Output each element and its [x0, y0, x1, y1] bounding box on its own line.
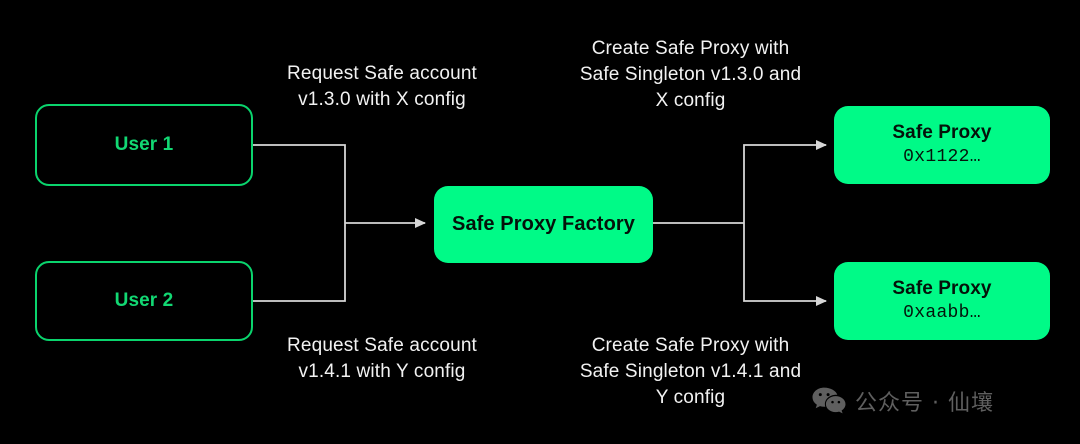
- node-safe-proxy-2[interactable]: Safe Proxy 0xaabb…: [834, 262, 1050, 340]
- edge-label-request-v130: Request Safe account v1.3.0 with X confi…: [287, 63, 477, 111]
- watermark: 公众号 · 仙壤: [812, 385, 994, 417]
- watermark-text: 公众号 · 仙壤: [855, 391, 994, 416]
- node-user-2-label: User 2: [114, 289, 174, 311]
- node-safe-proxy-2-label: Safe Proxy: [892, 277, 992, 299]
- wire-user1-to-factory: [253, 144, 346, 223]
- edge-label-create-v141: Create Safe Proxy with Safe Singleton v1…: [579, 335, 802, 409]
- node-user-2[interactable]: User 2: [35, 261, 253, 341]
- wire-factory-to-proxy2: [743, 223, 827, 306]
- node-safe-proxy-factory-label: Safe Proxy Factory: [452, 212, 635, 235]
- node-safe-proxy-2-address: 0xaabb…: [903, 303, 981, 324]
- node-safe-proxy-1-label: Safe Proxy: [892, 121, 992, 143]
- edge-label-request-v141: Request Safe account v1.4.1 with Y confi…: [287, 335, 477, 383]
- node-user-1-label: User 1: [114, 133, 174, 155]
- node-safe-proxy-factory[interactable]: Safe Proxy Factory: [434, 186, 653, 263]
- wire-user2-to-factory: [253, 223, 346, 302]
- node-user-1[interactable]: User 1: [35, 104, 253, 186]
- wechat-icon: [812, 387, 846, 413]
- node-safe-proxy-1[interactable]: Safe Proxy 0x1122…: [834, 106, 1050, 184]
- node-safe-proxy-1-address: 0x1122…: [903, 147, 981, 168]
- wire-factory-to-proxy1: [743, 140, 827, 223]
- edge-label-create-v130: Create Safe Proxy with Safe Singleton v1…: [579, 38, 802, 112]
